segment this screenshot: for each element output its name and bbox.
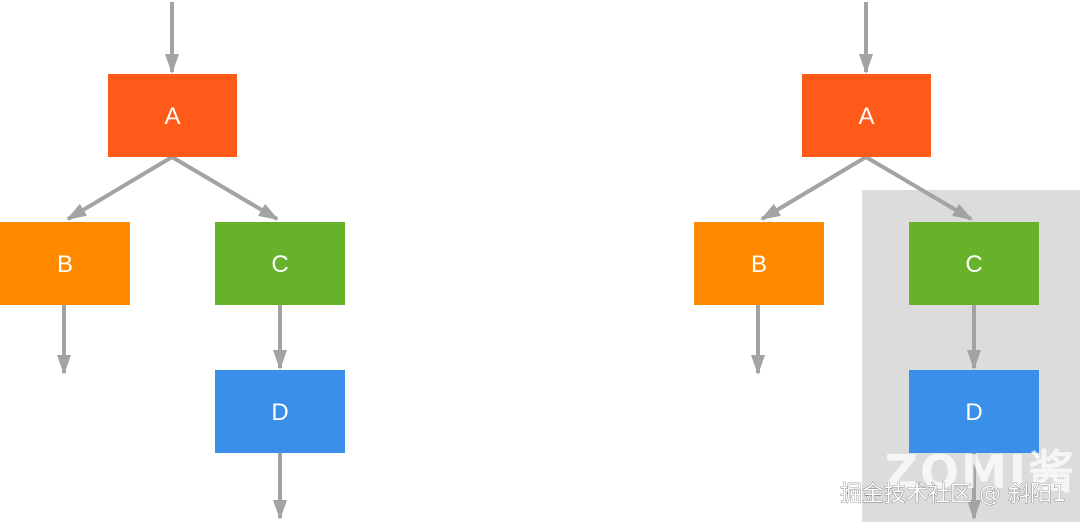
node-box: [108, 74, 237, 157]
node-label: D: [965, 399, 982, 426]
node-label: B: [751, 251, 767, 278]
edges-right: [751, 2, 981, 520]
edge-a-to-b: [66, 155, 174, 221]
watermark-background-text: ZOMI酱: [885, 445, 1076, 499]
edge-a-to-b: [760, 155, 868, 221]
node-c: C: [909, 222, 1039, 305]
node-label: B: [57, 251, 73, 278]
node-label: A: [858, 103, 874, 130]
node-a: A: [802, 74, 931, 157]
node-box: [0, 222, 130, 305]
watermark-text: 掘金技术社区 @ 斜阳1: [840, 482, 1066, 507]
node-d: D: [215, 370, 345, 453]
node-d: D: [909, 370, 1039, 453]
node-b: B: [0, 222, 130, 305]
node-box: [802, 74, 931, 157]
node-label: A: [164, 103, 180, 130]
node-label: C: [271, 251, 288, 278]
node-box: [694, 222, 824, 305]
node-label: C: [965, 251, 982, 278]
node-box: [909, 222, 1039, 305]
watermark: ZOMI酱 掘金技术社区 @ 斜阳1: [840, 445, 1076, 507]
node-a: A: [108, 74, 237, 157]
node-b: B: [694, 222, 824, 305]
edge-a-to-c: [170, 155, 279, 221]
edge-a-to-c: [864, 155, 973, 221]
edges-left: [57, 2, 287, 520]
graph-right: A B C D: [694, 2, 1080, 522]
node-box: [909, 370, 1039, 453]
node-c: C: [215, 222, 345, 305]
node-box: [215, 370, 345, 453]
node-box: [215, 222, 345, 305]
graph-left: A B C D: [0, 2, 345, 520]
node-label: D: [271, 399, 288, 426]
